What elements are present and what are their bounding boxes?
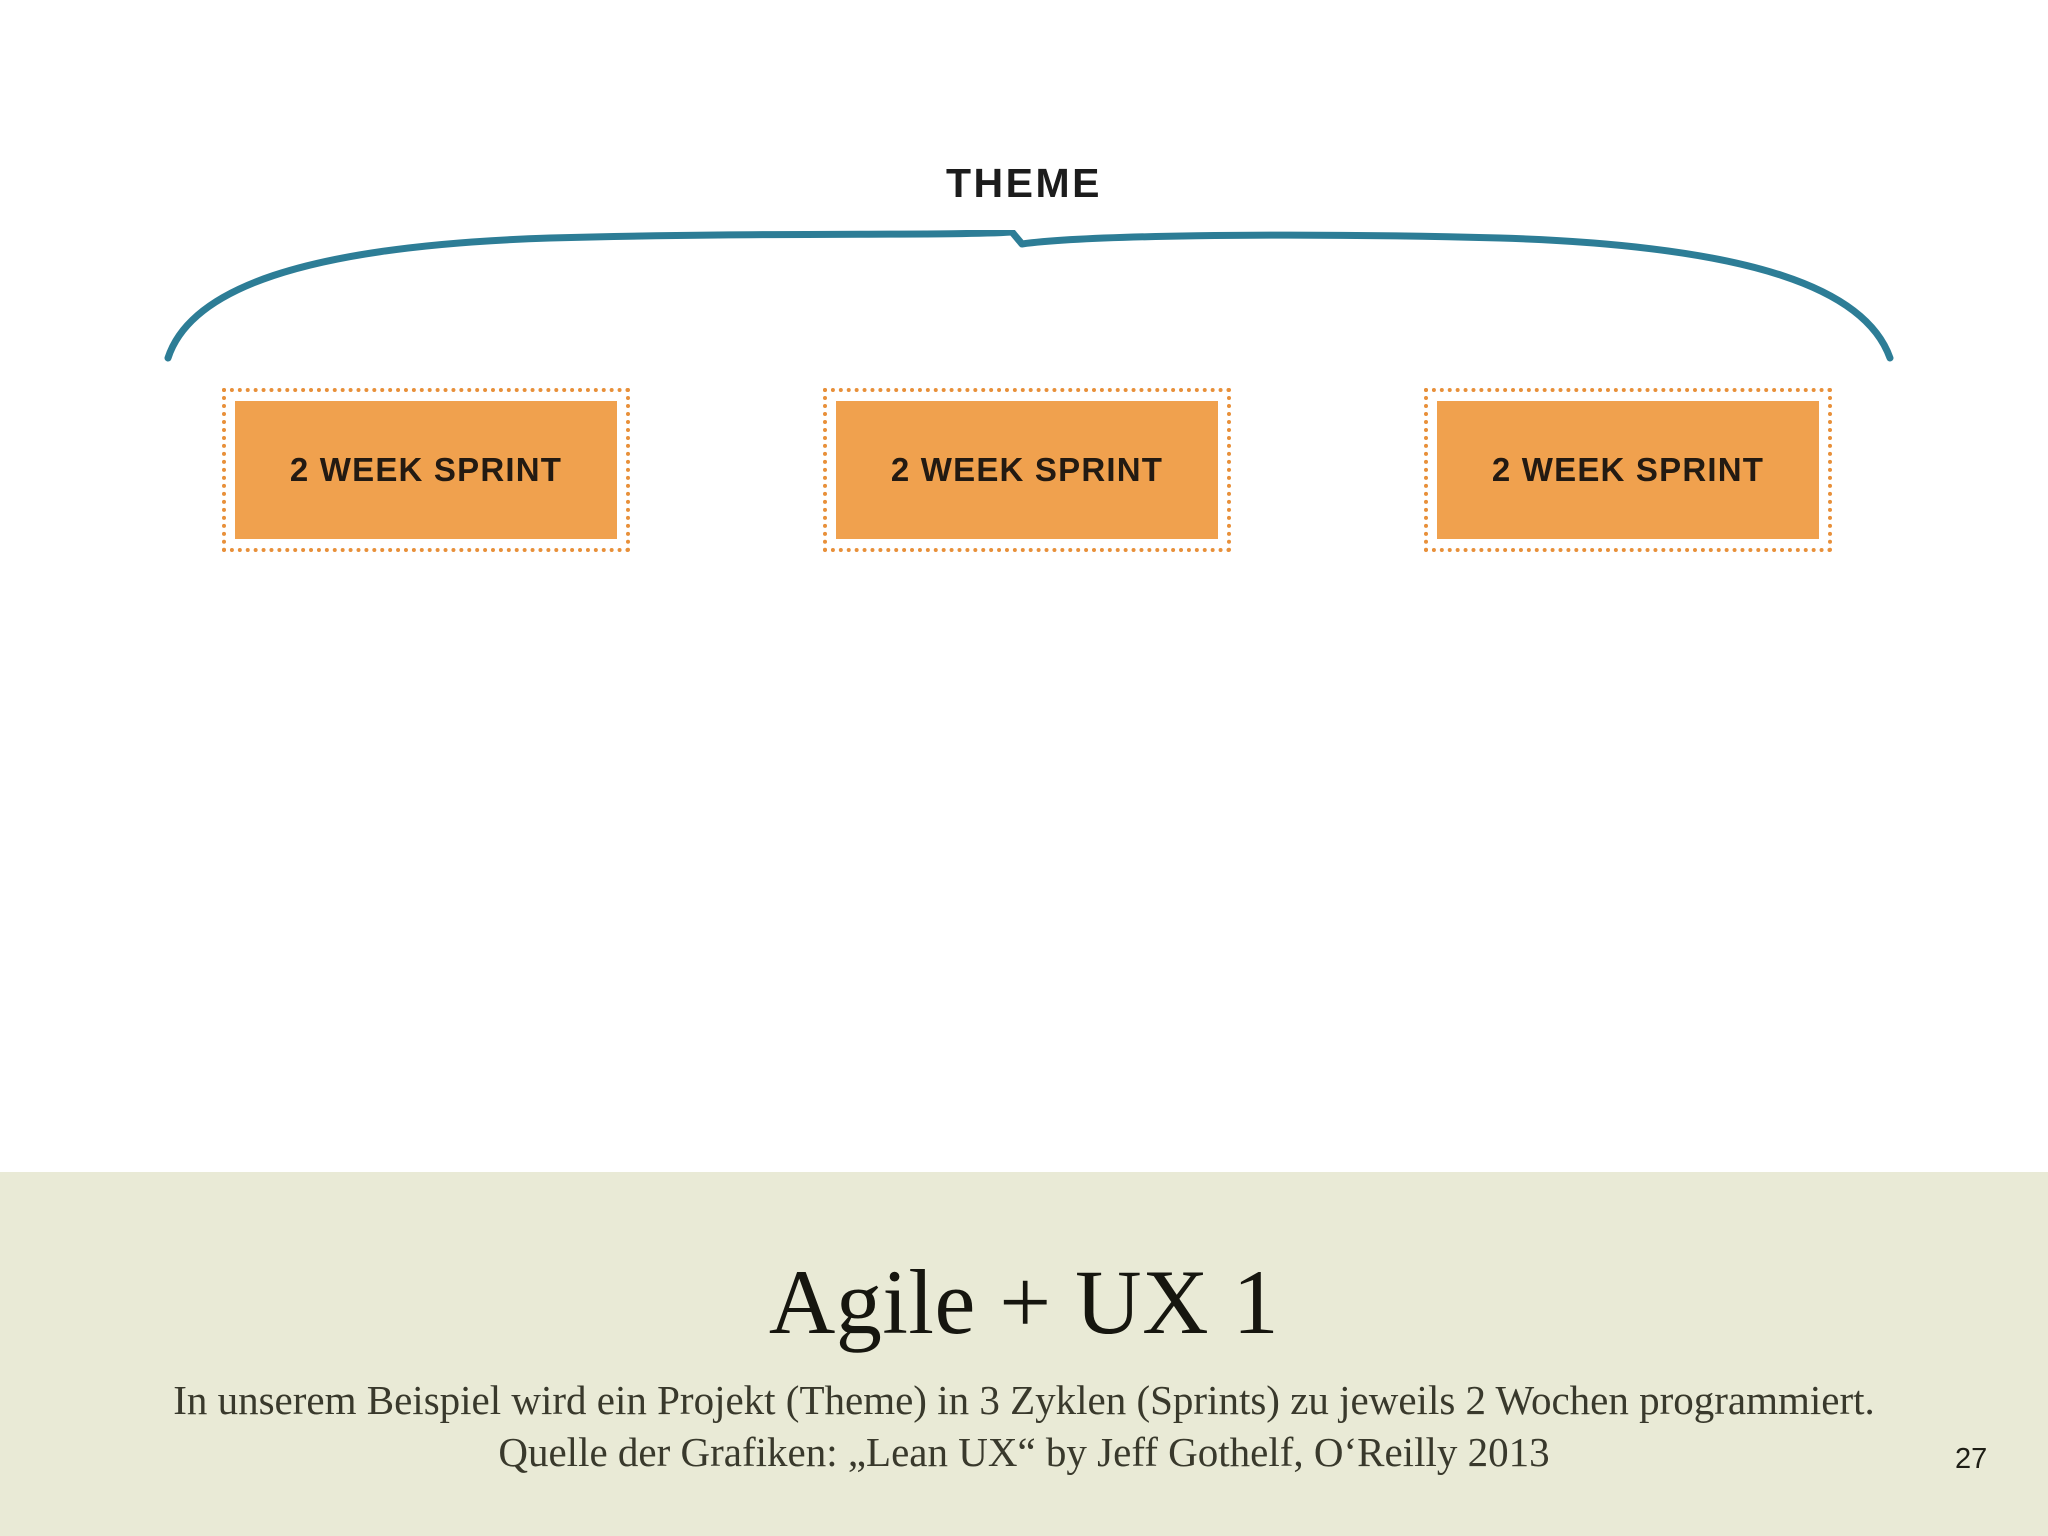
subtitle-line-2: programmiert. Quelle der Grafiken: „Lean… [498, 1377, 1875, 1476]
sprint-box-fill: 2 WEEK SPRINT [836, 401, 1218, 539]
sprint-box[interactable]: 2 WEEK SPRINT [222, 388, 630, 552]
sprint-box[interactable]: 2 WEEK SPRINT [823, 388, 1231, 552]
page-title: Agile + UX 1 [768, 1251, 1280, 1353]
caption-band [0, 1172, 2048, 1536]
sprint-box-fill: 2 WEEK SPRINT [1437, 401, 1819, 539]
slide-subtitle: In unserem Beispiel wird ein Projekt (Th… [170, 1374, 1878, 1478]
sprint-label: 2 WEEK SPRINT [1491, 451, 1765, 488]
sprint-box[interactable]: 2 WEEK SPRINT [1424, 388, 1832, 552]
theme-brace-icon [164, 230, 1894, 362]
theme-label: THEME [946, 160, 1102, 206]
page-number: 27 [1955, 1443, 1988, 1475]
sprint-label: 2 WEEK SPRINT [289, 451, 563, 488]
sprint-box-fill: 2 WEEK SPRINT [235, 401, 617, 539]
subtitle-line-1: In unserem Beispiel wird ein Projekt (Th… [173, 1377, 1629, 1423]
sprint-label: 2 WEEK SPRINT [890, 451, 1164, 488]
diagram-area: THEME 2 WEEK SPRINT 2 WEEK SPRINT 2 WEEK… [164, 160, 1894, 552]
